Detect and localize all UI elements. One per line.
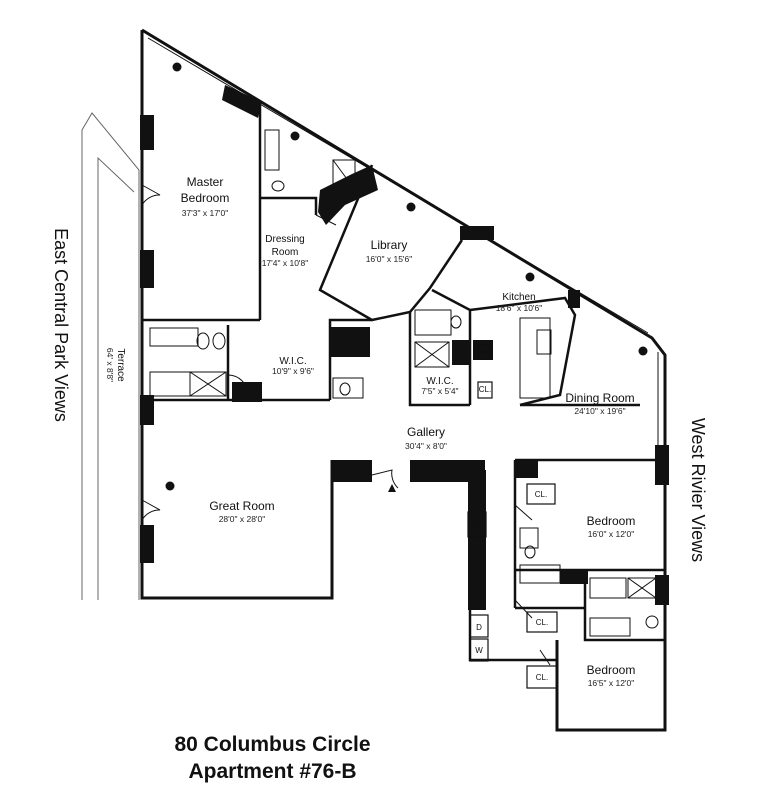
light-fixtures [165, 62, 648, 491]
room-terrace: Terrace 64' x 8'8" [105, 348, 126, 382]
room-name: Kitchen [502, 292, 535, 303]
room-kitchen: Kitchen 18'6" x 10'6" [496, 292, 543, 313]
utility-boxes [467, 344, 558, 689]
closet-label: CL. [536, 673, 548, 682]
room-dims: 37'3" x 17'0" [182, 208, 229, 218]
west-view-label: West Rivier Views [688, 418, 708, 562]
window-line [147, 37, 649, 334]
room-name: Great Room [209, 499, 274, 513]
room-dining-room: Dining Room 24'10" x 19'6" [565, 391, 634, 416]
dryer-label: D [476, 623, 482, 632]
east-view-label: East Central Park Views [51, 228, 71, 422]
closet-label: CL. [536, 618, 548, 627]
room-name: Bedroom [587, 663, 636, 677]
closet-label: CL. [535, 490, 547, 499]
apartment-title: Apartment #76-B [188, 760, 357, 783]
fixture-labels: CL. CL. CL. CL. CL. DW D W [471, 348, 548, 682]
room-dims: 24'10" x 19'6" [574, 406, 625, 416]
room-dims: 28'0" x 28'0" [219, 514, 266, 524]
room-master-bedroom: Master Bedroom 37'3" x 17'0" [181, 175, 230, 218]
room-dims: 16'0" x 15'6" [366, 254, 413, 264]
entry-triangle [388, 484, 396, 492]
wall-blocks [140, 85, 669, 610]
room-dims: 16'0" x 12'0" [588, 529, 635, 539]
room-name: W.I.C. [279, 356, 306, 367]
room-dims: 64' x 8'8" [105, 348, 115, 382]
room-bedroom-2: Bedroom 16'0" x 12'0" [587, 514, 636, 539]
room-name: Dressing [265, 234, 304, 245]
room-dims: 17'4" x 10'8" [262, 258, 309, 268]
dishwasher-label: DW [478, 348, 492, 357]
closet-label: CL. [471, 521, 483, 530]
room-name: Room [272, 247, 299, 258]
room-bedroom-3: Bedroom 16'5" x 12'0" [587, 663, 636, 688]
washer-label: W [475, 646, 483, 655]
interior-walls [140, 105, 667, 662]
room-name: Dining Room [565, 391, 634, 405]
room-name: Library [371, 238, 408, 252]
room-dims: 7'5" x 5'4" [421, 386, 458, 396]
room-dims: 16'5" x 12'0" [588, 678, 635, 688]
bath-fixtures [149, 129, 659, 637]
closet-label: CL. [479, 385, 491, 394]
room-library: Library 16'0" x 15'6" [366, 238, 413, 264]
terrace-outline [81, 112, 140, 600]
room-wic-master: W.I.C. 10'9" x 9'6" [272, 356, 314, 376]
room-dims: 10'9" x 9'6" [272, 366, 314, 376]
exterior-walls [140, 28, 667, 732]
room-dims: 18'6" x 10'6" [496, 303, 543, 313]
room-dims: 30'4" x 8'0" [405, 441, 447, 451]
room-name: Gallery [407, 425, 445, 439]
room-wic-library: W.I.C. 7'5" x 5'4" [421, 376, 458, 396]
room-dressing-room: Dressing Room 17'4" x 10'8" [262, 234, 309, 268]
room-gallery: Gallery 30'4" x 8'0" [405, 425, 447, 451]
door-swings [141, 184, 551, 666]
room-name: Bedroom [181, 191, 230, 205]
room-name: Master [187, 175, 224, 189]
building-title: 80 Columbus Circle [174, 733, 371, 756]
room-name: W.I.C. [426, 376, 453, 387]
room-name: Terrace [115, 348, 126, 382]
room-name: Bedroom [587, 514, 636, 528]
room-great-room: Great Room 28'0" x 28'0" [209, 499, 274, 524]
